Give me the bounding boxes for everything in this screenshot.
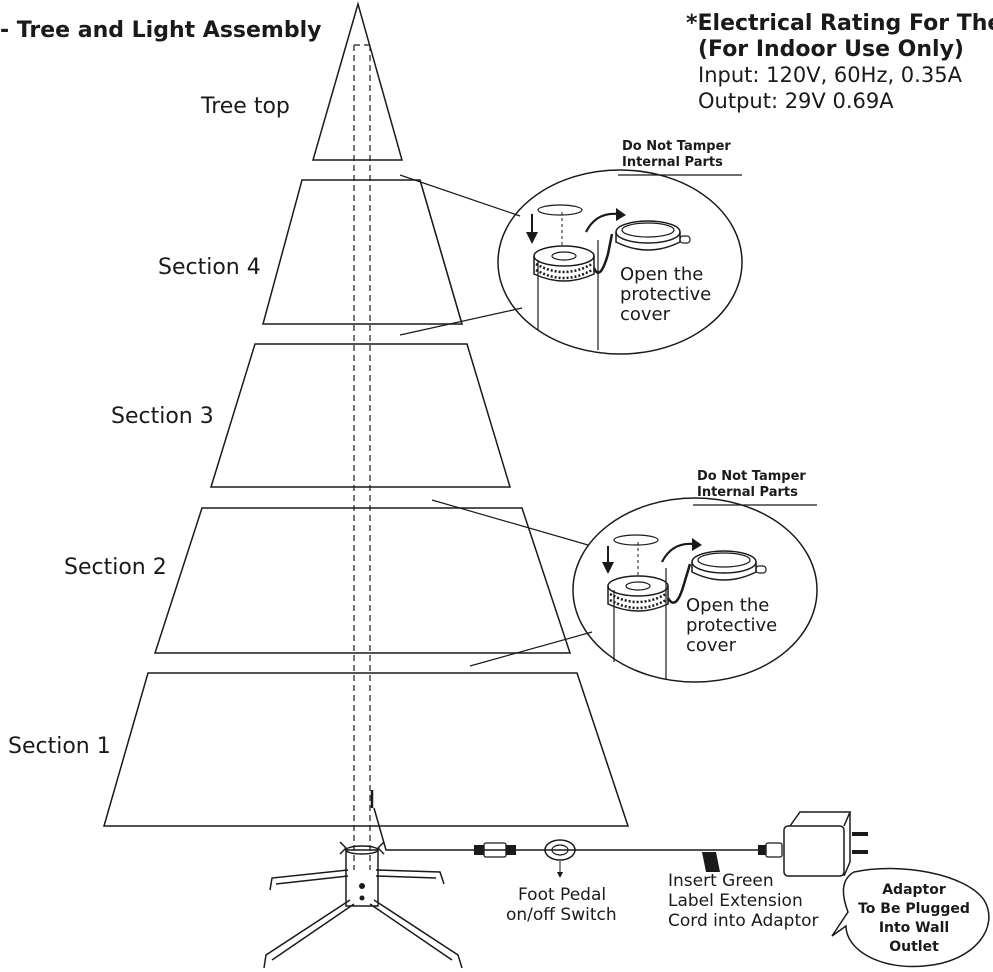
rating-subtitle: (For Indoor Use Only)	[698, 37, 964, 62]
warning-label-2b: Internal Parts	[697, 485, 798, 500]
open-cover-step-1b: protective	[620, 284, 711, 305]
foot-pedal-switch-icon	[544, 839, 576, 878]
open-cover-step-1c: cover	[620, 304, 671, 325]
power-wiring	[370, 790, 783, 878]
extension-label-a: Insert Green	[668, 871, 774, 891]
section-4-shape	[262, 179, 463, 325]
rating-title: *Electrical Rating For The T	[686, 11, 993, 36]
callout-section-4: Do Not Tamper Internal Parts Open the pr…	[399, 139, 743, 355]
adaptor-label-c: Into Wall	[879, 920, 949, 936]
tree-top-shape	[312, 1, 403, 161]
warning-label-1b: Internal Parts	[622, 155, 723, 170]
electrical-rating: *Electrical Rating For The T (For Indoor…	[686, 11, 993, 113]
section-3-label: Section 3	[111, 404, 214, 429]
adaptor-badge: Adaptor To Be Plugged Into Wall Outlet	[831, 867, 990, 968]
section-2-shape	[153, 507, 572, 654]
open-cover-step-2c: cover	[686, 635, 737, 656]
warning-label-1a: Do Not Tamper	[622, 139, 731, 154]
tree-sections	[103, 1, 630, 827]
open-cover-step-1a: Open the	[620, 264, 703, 285]
tree-top-label: Tree top	[200, 94, 290, 119]
section-1-shape	[103, 672, 630, 827]
protective-cover-icon	[615, 220, 681, 244]
adaptor-label-d: Outlet	[889, 939, 939, 955]
open-cover-step-2a: Open the	[686, 595, 769, 616]
arrow-down-icon	[526, 232, 538, 244]
rating-output: Output: 29V 0.69A	[698, 89, 894, 113]
section-2-label: Section 2	[64, 555, 167, 580]
diagram-title: - Tree and Light Assembly	[0, 18, 321, 43]
warning-label-2a: Do Not Tamper	[697, 469, 806, 484]
power-adaptor-icon	[783, 811, 868, 877]
curved-arrow-icon	[616, 208, 626, 221]
foot-pedal-label-b: on/off Switch	[506, 905, 617, 925]
adaptor-label-a: Adaptor	[882, 882, 946, 898]
foot-pedal-label-a: Foot Pedal	[518, 885, 606, 905]
extension-label-c: Cord into Adaptor	[668, 911, 819, 931]
open-cover-step-2b: protective	[686, 615, 777, 636]
center-pole	[353, 44, 371, 870]
rating-input: Input: 120V, 60Hz, 0.35A	[698, 63, 963, 87]
protective-cover-icon	[691, 550, 757, 574]
plug-connector-icon	[474, 842, 516, 858]
extension-label-b: Label Extension	[668, 891, 803, 911]
arrow-down-icon	[602, 562, 614, 574]
callout-section-2: Do Not Tamper Internal Parts Open the pr…	[431, 469, 818, 683]
section-1-label: Section 1	[8, 734, 111, 759]
section-3-shape	[209, 343, 512, 488]
curved-arrow-icon	[692, 538, 702, 551]
green-label-tag	[702, 852, 720, 872]
adaptor-label-b: To Be Plugged	[858, 901, 970, 917]
tree-stand	[263, 841, 463, 969]
section-4-label: Section 4	[158, 255, 261, 280]
